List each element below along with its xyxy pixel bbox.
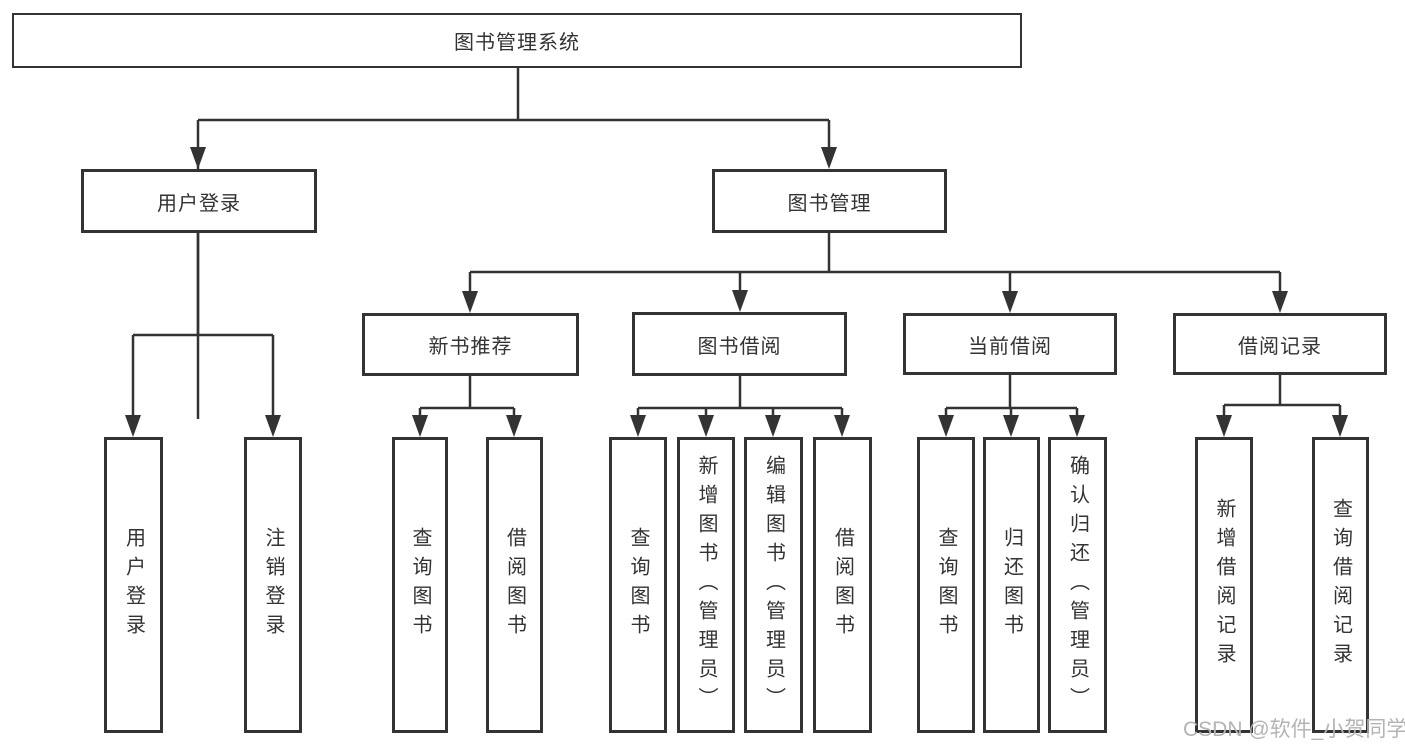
- leaf-return-books: 归还图书: [983, 437, 1040, 733]
- node-new-book-recommendation: 新书推荐: [362, 313, 579, 376]
- leaf-label: 确认归还（管理员）: [1066, 454, 1089, 716]
- node-label: 用户登录: [157, 192, 241, 215]
- node-user-login: 用户登录: [81, 169, 317, 233]
- leaf-user-login: 用户登录: [104, 437, 163, 733]
- node-label: 图书借阅: [697, 335, 782, 358]
- node-label: 借阅记录: [1238, 335, 1322, 358]
- leaf-label: 新增图书（管理员）: [695, 454, 717, 716]
- leaf-borrow-books-borrow: 借阅图书: [813, 437, 872, 733]
- leaf-query-books-current: 查询图书: [917, 437, 975, 733]
- node-borrowing-records: 借阅记录: [1173, 313, 1387, 375]
- leaf-logout: 注销登录: [244, 437, 302, 733]
- node-current-borrowing: 当前借阅: [903, 313, 1117, 375]
- leaf-label: 查询图书: [627, 527, 649, 643]
- leaf-add-books-admin: 新增图书（管理员）: [677, 437, 735, 733]
- leaf-query-borrow-record: 查询借阅记录: [1312, 437, 1369, 733]
- leaf-label: 查询图书: [409, 527, 431, 643]
- leaf-add-borrow-record: 新增借阅记录: [1195, 437, 1253, 733]
- leaf-label: 查询图书: [935, 527, 957, 643]
- node-label: 新书推荐: [428, 336, 513, 358]
- leaf-query-books-borrow: 查询图书: [609, 437, 667, 733]
- leaf-label: 注销登录: [262, 527, 284, 643]
- node-library-management-system: 图书管理系统: [12, 13, 1022, 68]
- arrowheads: [125, 147, 1348, 437]
- node-label: 图书管理系统: [454, 32, 580, 54]
- node-label: 图书管理: [787, 192, 872, 215]
- node-label: 当前借阅: [968, 335, 1052, 358]
- node-book-borrowing: 图书借阅: [632, 312, 847, 376]
- watermark: CSDN @软件_小贺同学: [1183, 718, 1405, 741]
- leaf-query-books-recommend: 查询图书: [392, 437, 448, 733]
- leaf-edit-books-admin: 编辑图书（管理员）: [744, 437, 803, 733]
- leaf-label: 借阅图书: [503, 527, 526, 643]
- leaf-label: 新增借阅记录: [1213, 498, 1235, 672]
- node-book-management: 图书管理: [712, 169, 947, 233]
- leaf-label: 借阅图书: [831, 527, 854, 643]
- leaf-label: 归还图书: [1000, 527, 1023, 643]
- leaf-label: 用户登录: [122, 527, 145, 643]
- leaf-confirm-return-admin: 确认归还（管理员）: [1048, 437, 1107, 733]
- leaf-label: 查询借阅记录: [1329, 498, 1352, 672]
- leaf-borrow-books-recommend: 借阅图书: [486, 437, 543, 733]
- leaf-label: 编辑图书（管理员）: [762, 454, 785, 716]
